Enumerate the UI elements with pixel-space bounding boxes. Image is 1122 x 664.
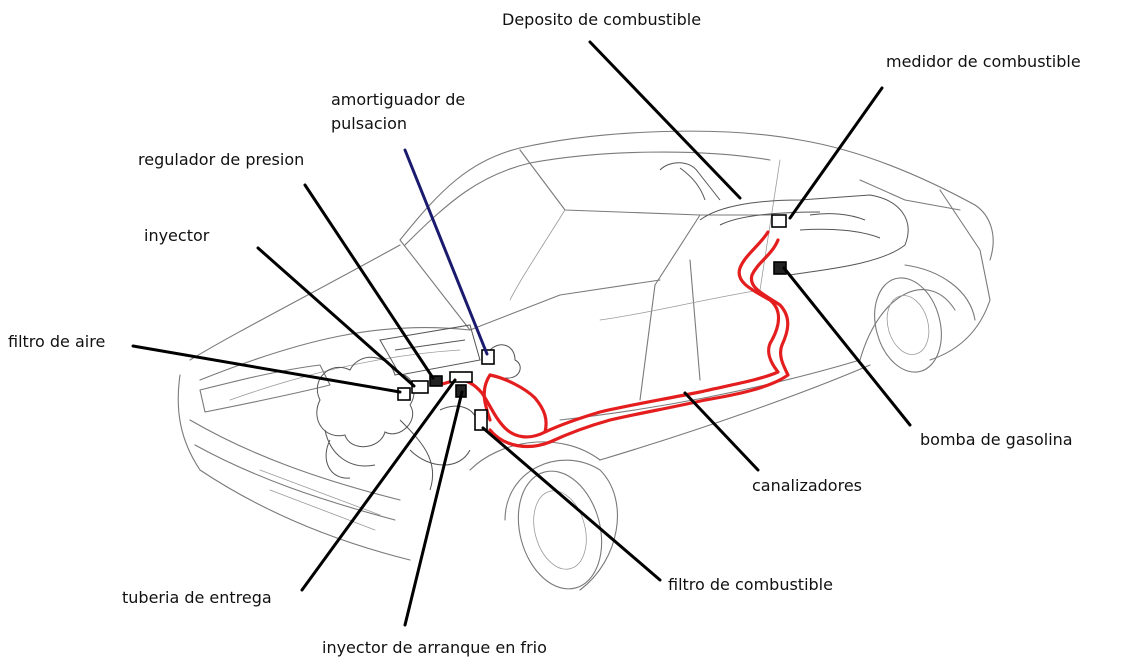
leader-tuberia — [300, 378, 457, 592]
leader-bomba — [782, 266, 912, 427]
leader-deposito — [588, 40, 742, 200]
delivery-pipe-part — [449, 371, 473, 383]
label-inyector: inyector — [144, 226, 210, 245]
leader-lines — [131, 40, 912, 627]
label-bomba: bomba de gasolina — [920, 430, 1073, 449]
leader-filtro-combustible — [481, 426, 662, 582]
fuel-tank — [659, 162, 909, 276]
leader-filtro-aire — [131, 344, 402, 394]
injector-part — [411, 380, 429, 394]
fuel-gauge-part — [771, 214, 787, 228]
label-inyector-frio: inyector de arranque en frio — [322, 638, 547, 657]
fuel-lines — [433, 230, 790, 449]
label-deposito: Deposito de combustible — [502, 10, 702, 29]
car-body — [177, 130, 994, 591]
label-filtro-aire: filtro de aire — [8, 332, 106, 351]
label-tuberia: tuberia de entrega — [122, 588, 272, 607]
leader-canalizadores — [683, 391, 760, 472]
leader-regulador — [303, 183, 435, 380]
pulsation-damper-part — [481, 349, 495, 365]
label-medidor: medidor de combustible — [886, 52, 1081, 71]
leader-medidor — [788, 86, 884, 220]
leader-amortiguador — [403, 148, 489, 356]
label-amortiguador: amortiguador de pulsacion — [331, 90, 466, 133]
fuel-pump-part — [773, 261, 787, 275]
leader-inyector-frio — [403, 390, 464, 627]
label-canalizadores: canalizadores — [752, 476, 862, 495]
fuel-line-return — [488, 238, 790, 449]
fuel-line-supply — [480, 230, 781, 439]
fuel-line-front-loop — [488, 373, 548, 434]
fuel-filter-part — [474, 409, 488, 431]
regulator-part — [429, 375, 443, 387]
fuel-line-filter — [482, 373, 492, 422]
components — [397, 214, 787, 431]
label-filtro-combustible: filtro de combustible — [668, 575, 833, 594]
leader-inyector — [256, 246, 416, 388]
label-regulador: regulador de presion — [138, 150, 305, 169]
air-filter-part — [397, 387, 411, 401]
